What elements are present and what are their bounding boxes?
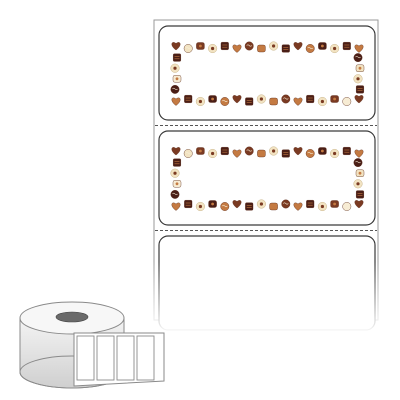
chocolate-piece — [269, 97, 278, 106]
chocolate-piece — [281, 94, 291, 104]
chocolate-piece — [232, 44, 242, 53]
roll-mini-label — [96, 335, 115, 381]
chocolate-piece — [208, 148, 218, 159]
chocolate-piece — [269, 202, 278, 211]
chocolate-piece — [330, 95, 339, 103]
chocolate-piece — [244, 41, 254, 51]
chocolate-piece — [170, 189, 180, 199]
chocolate-piece — [318, 147, 327, 155]
chocolate-piece — [172, 180, 182, 188]
chocolate-piece — [355, 169, 365, 177]
chocolate-piece — [245, 202, 254, 211]
chocolate-piece — [195, 96, 205, 107]
chocolate-piece — [330, 200, 339, 208]
chocolate-piece — [196, 42, 205, 50]
chocolate-piece — [330, 43, 340, 54]
chocolate-piece — [269, 146, 279, 156]
chocolate-piece — [232, 149, 242, 158]
chocolate-piece — [220, 97, 230, 106]
chocolate-piece — [342, 146, 351, 155]
chocolate-piece — [330, 148, 340, 159]
chocolate-piece — [318, 42, 327, 50]
chocolate-piece — [245, 97, 254, 106]
chocolate-piece — [256, 199, 266, 209]
chocolate-piece — [354, 200, 364, 209]
roll-mini-labels — [76, 335, 155, 381]
chocolate-piece — [196, 147, 205, 155]
chocolate-piece — [293, 147, 303, 156]
chocolate-piece — [208, 95, 217, 103]
chocolate-piece — [342, 97, 352, 106]
roll-mini-label — [136, 335, 155, 381]
chocolate-piece — [354, 95, 364, 104]
chocolate-piece — [172, 158, 181, 167]
chocolate-piece — [281, 44, 290, 53]
chocolate-pieces-illustration — [170, 146, 365, 212]
roll-core — [55, 311, 89, 323]
chocolate-piece — [257, 149, 266, 158]
chocolate-piece — [305, 44, 315, 53]
chocolate-piece — [220, 42, 229, 51]
chocolate-piece — [184, 199, 193, 208]
chocolate-piece — [317, 96, 327, 107]
chocolate-piece — [256, 94, 266, 104]
chocolate-piece — [354, 149, 364, 158]
chocolate-piece — [342, 42, 351, 51]
chocolate-piece — [208, 200, 217, 208]
chocolate-piece — [244, 146, 254, 156]
chocolate-border-label — [158, 130, 376, 226]
chocolate-piece — [220, 202, 230, 211]
chocolate-piece — [172, 75, 182, 83]
roll-mini-label — [116, 335, 135, 381]
chocolate-piece — [353, 158, 363, 168]
chocolate-piece — [293, 202, 303, 211]
chocolate-piece — [353, 179, 363, 189]
chocolate-piece — [232, 95, 242, 104]
chocolate-piece — [183, 149, 193, 158]
chocolate-piece — [281, 199, 291, 209]
chocolate-piece — [208, 43, 218, 54]
roll-mini-label — [76, 335, 95, 381]
chocolate-piece — [171, 42, 181, 51]
chocolate-border-label — [158, 25, 376, 121]
chocolate-piece — [257, 44, 266, 53]
chocolate-piece — [184, 94, 193, 103]
chocolate-piece — [293, 97, 303, 106]
chocolate-pieces-illustration — [170, 41, 365, 107]
chocolate-piece — [305, 149, 315, 158]
chocolate-piece — [170, 85, 180, 94]
chocolate-piece — [170, 168, 180, 178]
chocolate-piece — [356, 190, 365, 199]
strip-fade — [150, 262, 382, 334]
chocolate-piece — [171, 97, 181, 106]
perforation-lines — [155, 125, 377, 231]
chocolate-piece — [317, 201, 327, 212]
label-roll-illustration — [19, 301, 165, 389]
chocolate-piece — [183, 44, 193, 53]
chocolate-piece — [355, 64, 365, 72]
chocolate-piece — [281, 149, 290, 158]
chocolate-piece — [171, 202, 181, 211]
chocolate-piece — [195, 201, 205, 212]
chocolate-piece — [306, 94, 315, 103]
chocolate-piece — [172, 53, 181, 62]
chocolate-piece — [353, 74, 363, 84]
chocolate-piece — [170, 63, 180, 73]
chocolate-piece — [353, 53, 363, 62]
chocolate-piece — [220, 146, 229, 155]
chocolate-piece — [171, 147, 181, 156]
chocolate-piece — [293, 42, 303, 51]
chocolate-piece — [356, 85, 365, 94]
chocolate-piece — [306, 199, 315, 208]
chocolate-piece — [342, 202, 352, 211]
chocolate-piece — [269, 41, 279, 51]
chocolate-piece — [232, 200, 242, 209]
chocolate-piece — [354, 44, 364, 53]
